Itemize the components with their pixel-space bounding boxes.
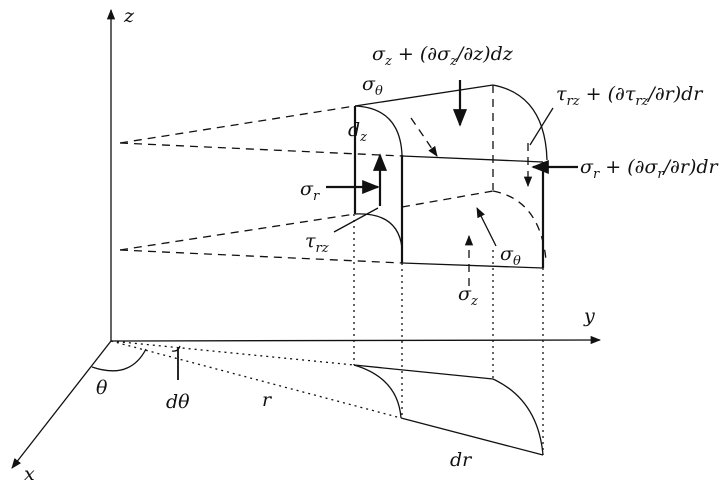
sigma-r-plus-label: σr + (∂σr/∂r)dr (580, 156, 720, 182)
radial-dashed-lines (119, 105, 403, 264)
dr-label: dr (450, 449, 473, 471)
dz-label: dz (348, 119, 367, 145)
sigma-z-plus-label: σz + (∂σz/∂z)dz (372, 43, 514, 69)
sigma-r-label: σr (300, 178, 320, 204)
y-axis-label: y (583, 305, 595, 327)
sigma-theta-bottom-arrow (476, 207, 497, 247)
sigma-theta-top-label: σθ (362, 73, 383, 99)
base-projection: θ dθ r dr (91, 214, 544, 471)
tau-rz-plus-label: τrz + (∂τrz/∂r)dr (556, 83, 704, 109)
tau-rz-leader (333, 207, 379, 233)
sigma-theta-top-arrow (410, 117, 438, 157)
stress-element (353, 84, 548, 269)
sigma-theta-bottom-label: σθ (500, 243, 521, 269)
stress-arrows (326, 80, 578, 286)
axes: z y x (11, 5, 602, 485)
z-axis-label: z (123, 5, 135, 27)
d-theta-label: dθ (166, 391, 190, 413)
stress-labels: σz + (∂σz/∂z)dz σθ dz τrz + (∂τrz/∂r)dr … (300, 43, 720, 309)
r-label: r (262, 389, 273, 411)
tau-rz-plus-leader (529, 107, 554, 146)
theta-arc (91, 348, 147, 372)
x-axis (11, 340, 112, 469)
tau-rz-label: τrz (305, 230, 329, 256)
theta-label: θ (96, 377, 108, 399)
sigma-z-label: σz (458, 283, 478, 309)
x-axis-label: x (24, 463, 35, 485)
y-axis (110, 335, 602, 345)
